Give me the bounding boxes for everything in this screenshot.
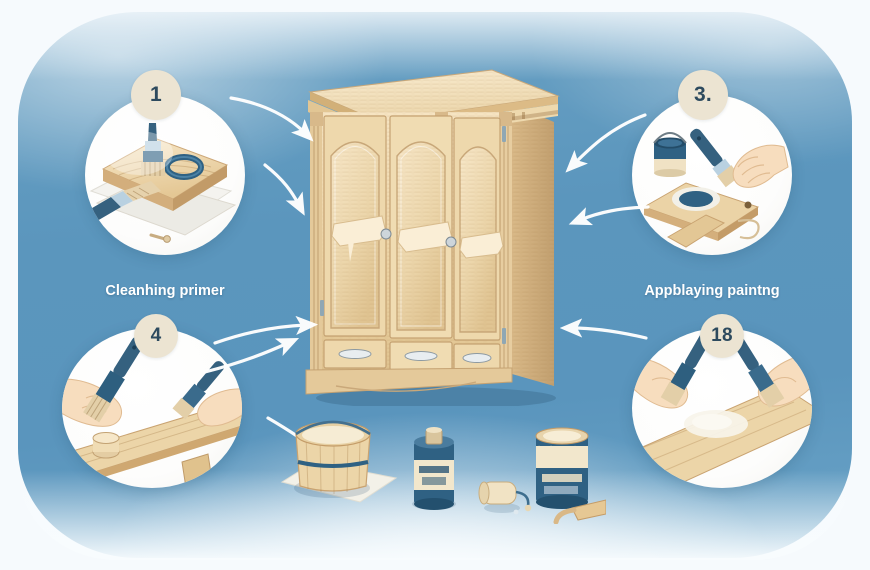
step-3-scene [632, 95, 792, 255]
step-4-badge: 4 [134, 314, 178, 358]
paint-can-wide [535, 427, 589, 509]
step-1-scene [85, 95, 245, 255]
roller-small [478, 481, 532, 515]
step-18-circle[interactable]: 18 [632, 314, 812, 488]
supplies-group [276, 404, 607, 525]
paint-can-tall [412, 427, 456, 510]
step-1-badge: 1 [131, 70, 181, 120]
step-3-circle[interactable]: 3. [632, 70, 792, 255]
wooden-wardrobe [296, 56, 564, 409]
step-1-circle[interactable]: 1 [85, 70, 245, 255]
step-4-circle[interactable]: 4 [62, 314, 242, 488]
step-18-badge: 18 [700, 314, 744, 358]
paint-bucket [294, 420, 371, 498]
step-1-caption: Cleanhing primer [105, 283, 225, 299]
step-3-caption: Appblaying paintng [644, 283, 780, 299]
step-3-badge: 3. [678, 70, 728, 120]
